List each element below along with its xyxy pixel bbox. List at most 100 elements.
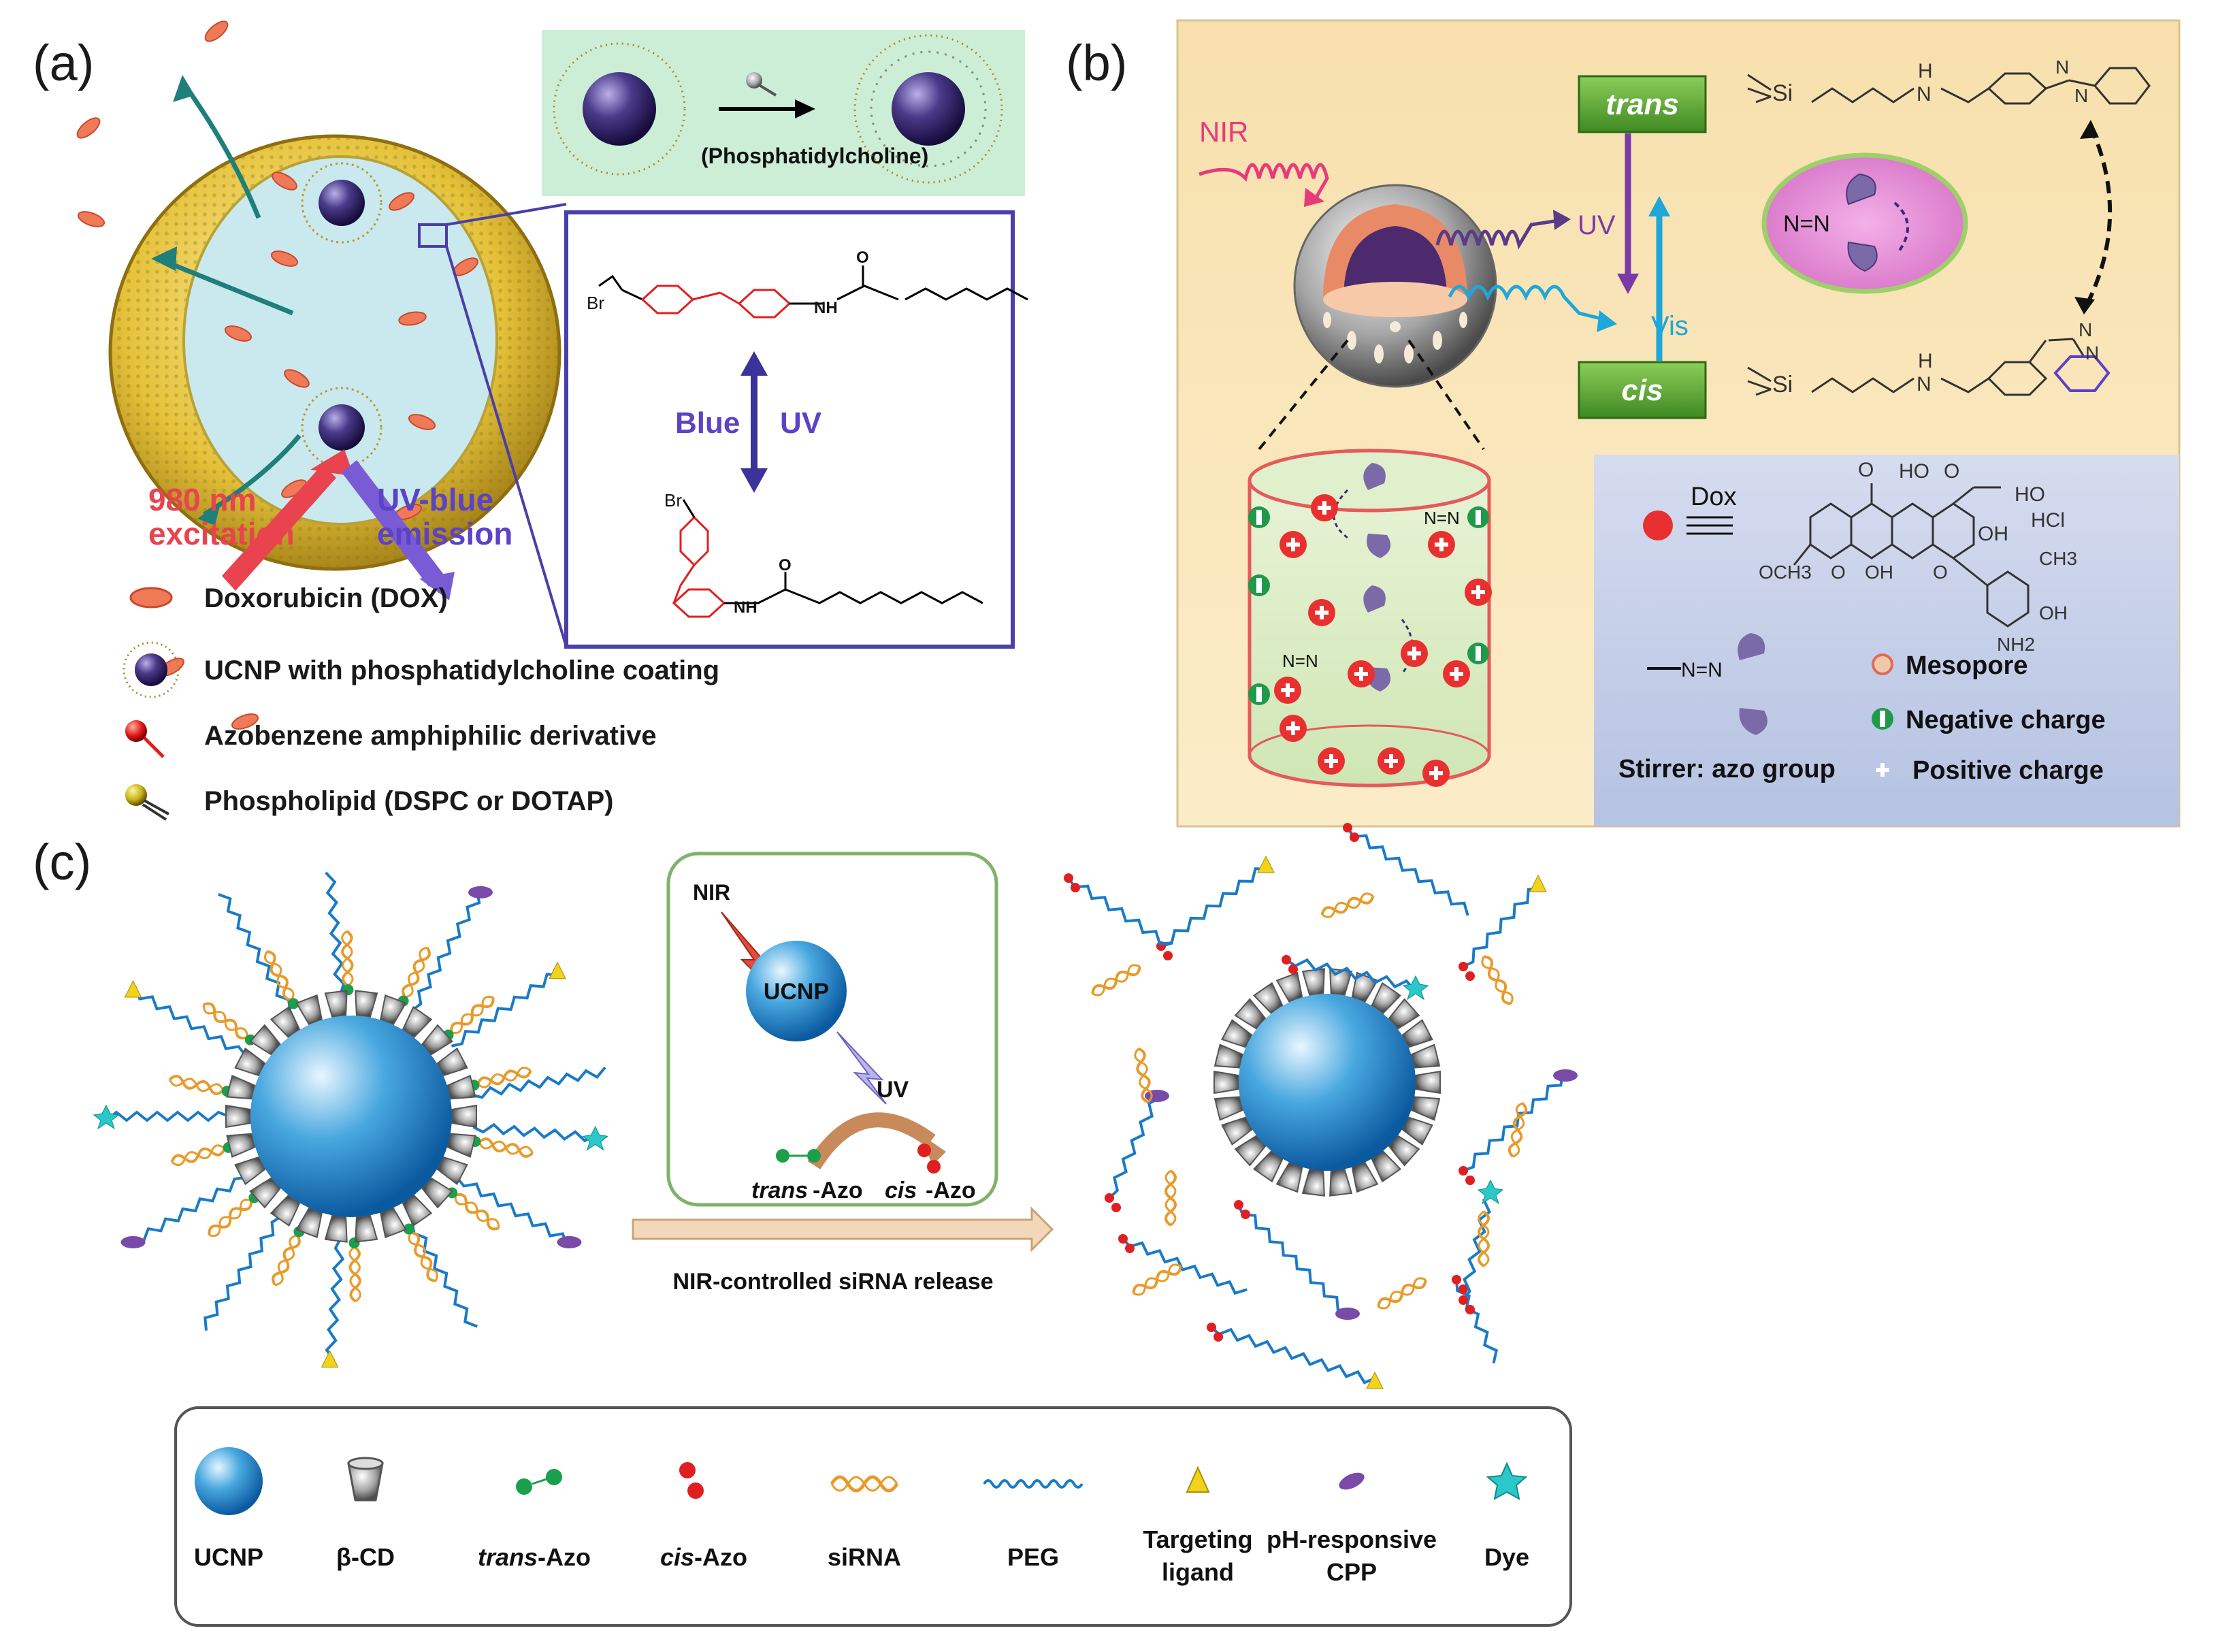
legend-a-azo: Azobenzene amphiphilic derivative xyxy=(204,721,657,751)
plus-charge xyxy=(1318,747,1345,775)
peg-strand xyxy=(472,1122,597,1143)
doxorubicin-structure xyxy=(1793,483,2030,628)
hcl-label: HCl xyxy=(2031,509,2065,532)
beta-cd-unit xyxy=(446,1133,476,1158)
cis-azo xyxy=(1459,1295,1468,1305)
uv-wave xyxy=(1435,218,1559,250)
trans-label: trans xyxy=(1606,88,1679,121)
legend-c-trans-prefix: trans xyxy=(478,1543,538,1571)
beta-cd-unit xyxy=(402,1005,433,1039)
dye xyxy=(93,1104,120,1130)
legend-c-bcd: β-CD xyxy=(336,1543,395,1571)
plus-charge xyxy=(1311,494,1338,521)
peg-strand xyxy=(325,871,346,995)
n-6: N xyxy=(2085,342,2099,363)
plus-charge xyxy=(1428,531,1455,558)
dye-icon xyxy=(1486,1461,1528,1500)
sirna-strand xyxy=(1377,1277,1427,1310)
legend-c-cis: -Azo xyxy=(694,1543,747,1571)
plus-charge xyxy=(1443,660,1470,687)
beta-cd-unit xyxy=(226,1075,256,1100)
n-5: N xyxy=(2079,319,2092,340)
emission-label-2: emission xyxy=(377,516,512,551)
beta-cd-unit xyxy=(226,1133,256,1158)
plus-charge xyxy=(1422,760,1450,787)
peg-strand xyxy=(411,890,481,1011)
trans-azo-icon xyxy=(516,1469,562,1495)
beta-cd-unit xyxy=(421,1024,453,1056)
stirrer-blade-2 xyxy=(1739,708,1767,735)
beta-cd-unit xyxy=(1213,1070,1239,1095)
sirna-strand xyxy=(1320,892,1375,918)
beta-cd-unit xyxy=(234,1156,266,1186)
peg-strand xyxy=(133,986,246,1056)
legend-c-ph-1: pH-responsive xyxy=(1267,1525,1437,1553)
peg-icon xyxy=(983,1479,1083,1489)
targeting-ligand xyxy=(1366,1371,1384,1389)
panel-c-legend: UCNP β-CD trans -Azo cis -Azo siRNA PEG … xyxy=(174,1406,1572,1627)
legend-a-dox: Doxorubicin (DOX) xyxy=(204,583,448,613)
ucnp-released-assembly xyxy=(1064,823,1578,1389)
plus-charge xyxy=(1280,531,1307,558)
legend-c-cis-prefix: cis xyxy=(660,1543,694,1571)
peg-strand xyxy=(1463,1072,1564,1172)
peg-strand xyxy=(1462,1191,1496,1301)
azo-flip-ellipse: N=N xyxy=(1761,152,1968,294)
legend-c-targeting-2: ligand xyxy=(1162,1558,1234,1586)
beta-cd-unit xyxy=(451,1104,477,1129)
cis-box xyxy=(1578,361,1707,419)
beta-cd-unit xyxy=(1351,1161,1379,1193)
dox-icon xyxy=(129,587,173,609)
reaction-label: (Phosphatidylcholine) xyxy=(701,144,928,168)
cis-azo-icon xyxy=(679,1462,704,1499)
n-3: N xyxy=(2074,85,2088,106)
cis-azo xyxy=(1234,1200,1243,1210)
beta-cd-unit xyxy=(1401,1019,1433,1048)
beta-cd-unit xyxy=(446,1075,476,1100)
minus-charge xyxy=(1467,643,1489,664)
trans-azo-molecule xyxy=(1747,67,2151,105)
beta-cd-unit xyxy=(295,1207,323,1239)
azobenzene-icon xyxy=(125,720,165,758)
beta-cd-unit xyxy=(234,1047,266,1077)
process-arrow xyxy=(632,1206,1054,1252)
positive-charges xyxy=(1274,494,1492,787)
targeting-ligand xyxy=(1257,855,1275,873)
beta-cd-icon xyxy=(347,1457,384,1502)
beta-cd-unit xyxy=(270,1005,301,1039)
dox-label: Dox xyxy=(1691,483,1737,511)
beta-cd-unit xyxy=(1213,1043,1244,1069)
trans-box xyxy=(1578,75,1707,133)
inset-uv: UV xyxy=(877,1077,909,1103)
panel-a-label: (a) xyxy=(33,35,94,91)
dye xyxy=(1477,1179,1504,1205)
panel-a: (a) xyxy=(33,20,1028,821)
ph-cpp-icon xyxy=(1339,1472,1365,1490)
dox-molecules xyxy=(76,20,478,730)
beta-cd-unit xyxy=(270,1194,301,1227)
minus-charge xyxy=(1467,506,1489,528)
o-label-3: O xyxy=(1831,562,1846,583)
peg-strand xyxy=(218,893,291,1011)
plus-charge xyxy=(1274,677,1301,704)
peg-strand xyxy=(105,1110,229,1122)
o-label-1: O xyxy=(1858,459,1874,481)
targeting-ligand xyxy=(124,979,142,998)
inset-ucnp: UCNP xyxy=(764,979,829,1005)
uv-label: UV xyxy=(1578,210,1616,240)
targeting-ligand-icon xyxy=(1186,1465,1210,1493)
ph-cpp xyxy=(557,1236,582,1248)
switch-uv: UV xyxy=(780,406,822,440)
ucnp-coated-icon xyxy=(123,641,180,698)
cis-label: cis xyxy=(1621,374,1663,407)
nh-1: NH xyxy=(814,299,838,317)
plus-charge xyxy=(1280,715,1307,742)
oh-label-1: OH xyxy=(1978,523,2008,545)
sirna-strand xyxy=(272,1234,301,1286)
trans-azo xyxy=(403,1223,414,1235)
excitation-label-2: excitation xyxy=(148,516,295,551)
beta-cd-unit xyxy=(1388,998,1420,1030)
beta-cd-unit xyxy=(421,1177,453,1209)
peg-strand xyxy=(1346,826,1469,916)
